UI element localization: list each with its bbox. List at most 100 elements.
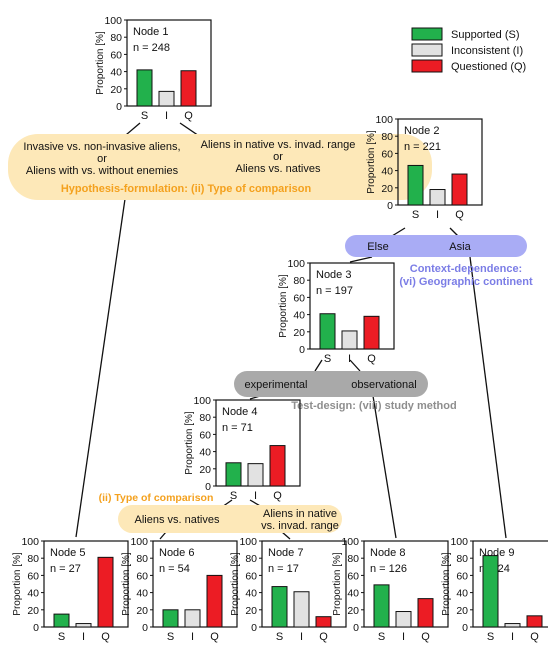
edge-node2-right (449, 227, 459, 237)
node-1-bar-i (158, 90, 175, 107)
node-3-title: Node 3 (316, 269, 351, 281)
edge-node3-right (349, 359, 361, 372)
split-3-left-label: experimental (245, 379, 308, 391)
node-6-ytick-label: 40 (136, 588, 148, 600)
node-8-bar-q (417, 598, 434, 628)
split-3-study-method: experimental observational Test-design: … (234, 371, 457, 412)
node-4-xtick-label: I (254, 490, 257, 502)
node-3-bar-s (319, 313, 336, 350)
split-4-right-line-2: vs. invad. range (261, 520, 339, 532)
node-2-ytick-label: 20 (381, 183, 393, 195)
node-2-ytick-label: 100 (375, 114, 393, 126)
node-6-ytick-label: 80 (136, 553, 148, 565)
node-7-count: n = 17 (268, 563, 299, 575)
node-5-xtick-label: Q (101, 631, 110, 643)
node-6-ytick-label: 60 (136, 570, 148, 582)
node-6-ytick-label: 0 (142, 622, 148, 634)
split-2-right-label: Asia (449, 241, 471, 253)
node-7-bar-s (271, 586, 288, 628)
node-3-xtick-label: I (348, 353, 351, 365)
node-2-bar-q (451, 173, 468, 206)
node-7-ytick-label: 100 (239, 536, 257, 548)
node-3-ylabel: Proportion [%] (278, 274, 289, 338)
node-7-ytick-label: 60 (245, 570, 257, 582)
node-7-ylabel: Proportion [%] (230, 552, 241, 616)
node-2-ytick-label: 40 (381, 166, 393, 178)
node-5-bar-i (75, 623, 92, 628)
node-9-ytick-label: 100 (450, 536, 468, 548)
split-4-type-of-comparison: (ii) Type of comparison Aliens vs. nativ… (99, 492, 342, 533)
node-6-bar-s (162, 609, 179, 628)
node-3-ytick-label: 20 (293, 327, 305, 339)
edge-node3-left (314, 359, 323, 372)
node-6-ytick-label: 20 (136, 605, 148, 617)
node-5-ytick-label: 60 (27, 570, 39, 582)
node-3-ytick-label: 100 (287, 258, 305, 270)
node-7-xtick-label: Q (319, 631, 328, 643)
node-6-xtick-label: Q (210, 631, 219, 643)
node-7-ytick-label: 20 (245, 605, 257, 617)
edge-split4-node6 (159, 531, 167, 540)
node-3-bar-q (363, 315, 380, 350)
split-1-left-line-3: Aliens with vs. without enemies (26, 165, 179, 177)
split-2-title-line-1: Context-dependence: (410, 263, 522, 275)
node-8-xtick-label: S (378, 631, 385, 643)
node-9-ytick-label: 40 (456, 588, 468, 600)
node-3-xtick-label: Q (367, 353, 376, 365)
node-6-bar-q (206, 574, 223, 628)
split-1-left-line-1: Invasive vs. non-invasive aliens, (23, 141, 180, 153)
node-8-bar-i (395, 611, 412, 628)
split-4-band (118, 505, 342, 533)
split-2-band (345, 235, 527, 257)
node-4-ytick-label: 100 (193, 395, 211, 407)
node-4-xtick-label: Q (273, 490, 282, 502)
node-2-title: Node 2 (404, 125, 439, 137)
node-4-bar-i (247, 463, 264, 487)
legend-label-inconsistent: Inconsistent (I) (451, 45, 523, 57)
node-7-ytick-label: 80 (245, 553, 257, 565)
legend-label-supported: Supported (S) (451, 29, 519, 41)
split-3-right-label: observational (351, 379, 416, 391)
node-1-count: n = 248 (133, 42, 170, 54)
node-8-ytick-label: 40 (347, 588, 359, 600)
node-1-bar-q (180, 70, 197, 107)
node-6-ylabel: Proportion [%] (121, 552, 132, 616)
node-6-title: Node 6 (159, 547, 194, 559)
node-8-ytick-label: 80 (347, 553, 359, 565)
node-9-xtick-label: Q (530, 631, 539, 643)
split-4-left-label: Aliens vs. natives (135, 514, 220, 526)
node-5-xtick-label: S (58, 631, 65, 643)
node-1-ylabel: Proportion [%] (95, 31, 106, 95)
legend-label-questioned: Questioned (Q) (451, 61, 526, 73)
legend-swatch-supported (411, 27, 443, 41)
node-4-ytick-label: 60 (199, 429, 211, 441)
node-3-ytick-label: 60 (293, 292, 305, 304)
node-1-ytick-label: 100 (104, 15, 122, 27)
node-4-xtick-label: S (230, 490, 237, 502)
node-1-ytick-label: 80 (110, 32, 122, 44)
node-8-ytick-label: 100 (341, 536, 359, 548)
split-1-right-line-1: Aliens in native vs. invad. range (201, 139, 356, 151)
node-9-ytick-label: 60 (456, 570, 468, 582)
edge-split2-node3 (349, 256, 373, 263)
node-5-ytick-label: 20 (27, 605, 39, 617)
node-3-bar-i (341, 330, 358, 350)
split-4-right-line-1: Aliens in native (263, 508, 337, 520)
node-5-ytick-label: 40 (27, 588, 39, 600)
edge-split4-node7 (281, 531, 291, 540)
node-2-bar-i (429, 189, 446, 206)
node-5-bar-s (53, 613, 70, 628)
node-4-bar-q (269, 445, 286, 487)
node-8-xtick-label: Q (421, 631, 430, 643)
split-2-left-label: Else (367, 241, 388, 253)
node-8-ytick-label: 60 (347, 570, 359, 582)
node-7-xtick-label: S (276, 631, 283, 643)
node-1-xtick-label: Q (184, 110, 193, 122)
split-1-right-line-2: or (273, 151, 283, 163)
